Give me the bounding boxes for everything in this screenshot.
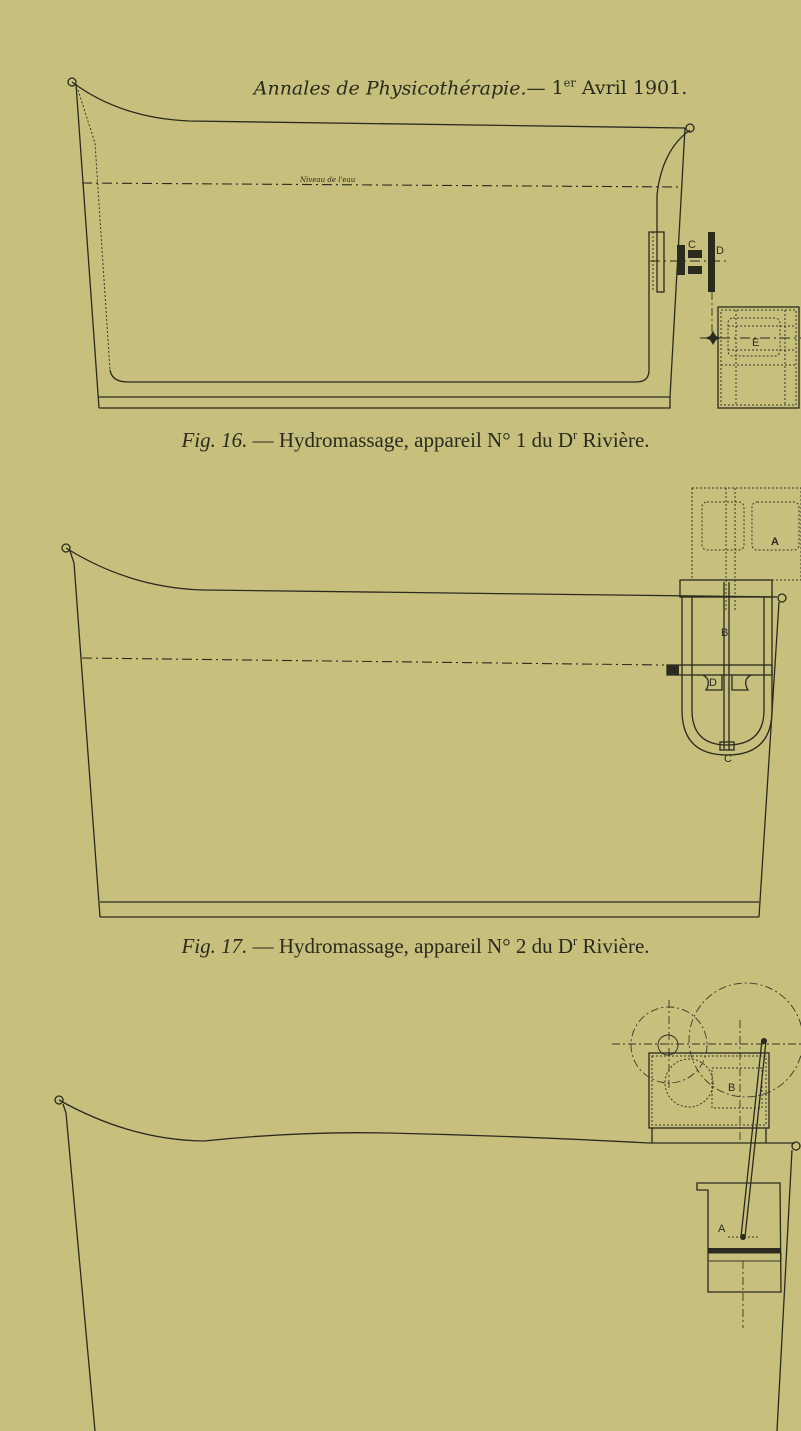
label-b: B xyxy=(721,627,728,639)
label-d: D xyxy=(709,677,717,689)
label-c: C xyxy=(688,239,696,251)
label-e: E xyxy=(752,337,759,349)
label-d: D xyxy=(716,245,724,257)
figure-16-bathtub: Niveau de l'eau C D E xyxy=(67,77,801,409)
fig16-mechanism: C D xyxy=(650,231,801,345)
page-header: Annales de Physicothérapie.— 1er Avril 1… xyxy=(0,76,801,99)
figure-bottom-bathtub: B A xyxy=(54,982,801,1431)
fig-bottom-mechanism-b: B xyxy=(612,982,801,1143)
label-a: A xyxy=(771,536,779,548)
fig-bottom-vessel-a: A xyxy=(696,1182,782,1328)
figure-17-bathtub: A B D C xyxy=(61,487,801,918)
figure-17-caption: Fig. 17. — Hydromassage, appareil N° 2 d… xyxy=(181,934,650,958)
issue-date: 1er Avril 1901. xyxy=(551,76,688,100)
label-c: C xyxy=(724,753,732,765)
water-level-label: Niveau de l'eau xyxy=(299,176,356,184)
fig17-box-a: A xyxy=(691,487,801,610)
journal-title: Annales de Physicothérapie.— xyxy=(253,77,546,100)
label-b: B xyxy=(728,1082,735,1094)
label-a: A xyxy=(718,1223,726,1235)
fig16-box-e: E xyxy=(717,306,800,409)
figure-16-caption: Fig. 16. — Hydromassage, appareil N° 1 d… xyxy=(181,428,650,452)
